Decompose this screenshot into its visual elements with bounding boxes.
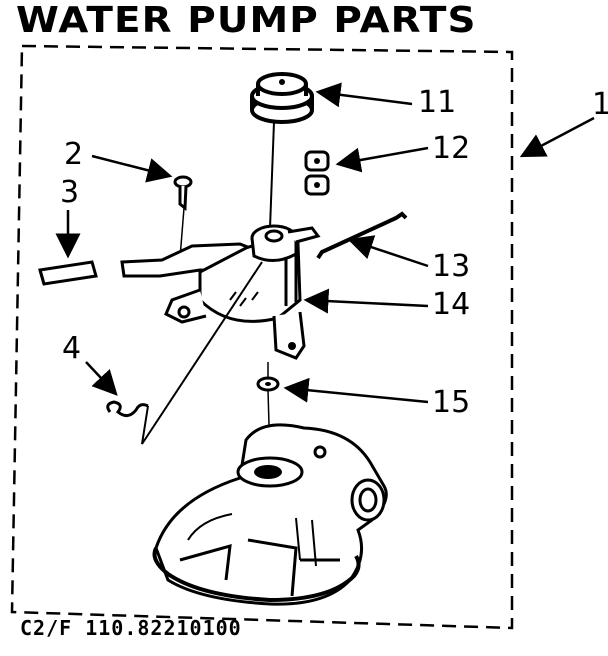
pulley-part (250, 72, 314, 124)
leader-11 (315, 82, 413, 108)
leader-4 (85, 361, 118, 396)
leader-2 (91, 154, 173, 183)
assembly-boundary (10, 44, 514, 630)
spring-part (106, 261, 263, 445)
page-title: WATER PUMP PARTS (16, 0, 477, 41)
callout-13: 13 (432, 249, 471, 284)
leader-1 (519, 116, 595, 158)
leader-12 (335, 146, 429, 173)
callout-11: 11 (418, 85, 457, 120)
clip-part (304, 150, 330, 196)
leader-15 (283, 377, 429, 404)
pad-part (38, 260, 98, 286)
callout-15: 15 (432, 385, 471, 420)
leader-13 (347, 235, 429, 268)
callout-4: 4 (62, 331, 82, 366)
callout-14: 14 (432, 287, 471, 322)
model-caption: C2/F 110.82210100 (20, 616, 242, 640)
callout-1: 1 (592, 87, 608, 122)
washer-part (256, 376, 280, 392)
shaft-line (269, 121, 275, 229)
screw-part (173, 175, 193, 212)
pump-housing (152, 423, 388, 606)
pump-assembly-part (120, 224, 321, 360)
rod-part (316, 211, 408, 260)
callout-12: 12 (432, 131, 471, 166)
leader-14 (303, 288, 429, 314)
callout-2: 2 (64, 137, 84, 172)
callout-3: 3 (60, 175, 80, 210)
